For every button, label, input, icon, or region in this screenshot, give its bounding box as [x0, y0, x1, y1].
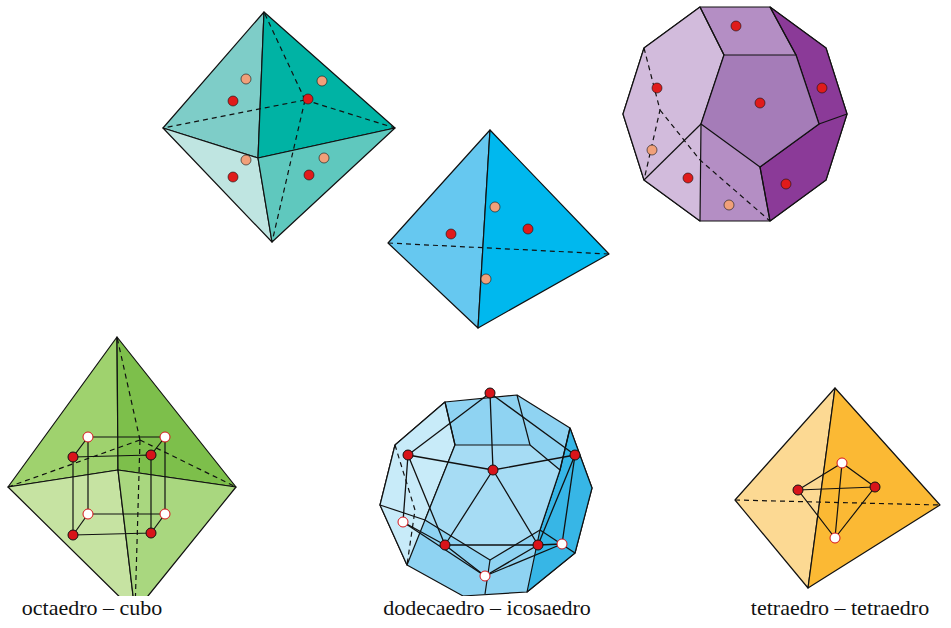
tetrahedron — [388, 130, 609, 328]
dodecahedron-icosahedron — [380, 388, 592, 596]
caption: tetraedro – tetraedro — [749, 596, 931, 620]
tetrahedron-tetrahedron — [735, 388, 940, 588]
caption: dodecaedro – icosaedro — [381, 596, 593, 620]
octahedron — [163, 12, 395, 242]
dodecahedron — [623, 7, 847, 221]
octahedron-cube — [8, 337, 236, 612]
caption: octaedro – cubo — [20, 596, 165, 620]
